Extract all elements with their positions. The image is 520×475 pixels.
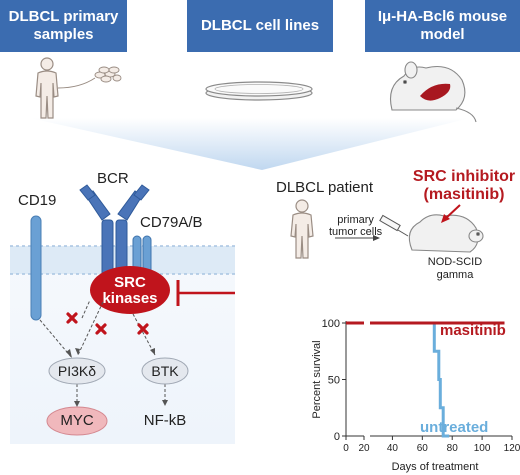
y-tick-label: 50 (328, 375, 340, 387)
patient-label: DLBCL patient (276, 179, 374, 196)
pi3k-node (48, 357, 106, 385)
arrow-heads (66, 348, 168, 407)
src-label-line2: kinases (102, 290, 158, 307)
btk-node (141, 357, 189, 385)
nod-scid-mouse-icon (408, 214, 484, 253)
inhibitor-arrow (444, 204, 461, 220)
mouse-strain-line1: NOD-SCID (427, 256, 483, 268)
sample-line (57, 77, 96, 89)
petri-dish-icon (205, 81, 313, 101)
y-axis-label: Percent survival (311, 340, 323, 418)
header-cell-lines: DLBCL cell lines (187, 0, 333, 52)
tumor-cells-line2: tumor cells (329, 226, 383, 238)
lymphoma-mark (420, 83, 451, 101)
patient-figure-icon (290, 199, 314, 259)
cd19-receptor (30, 215, 42, 321)
cd19-label: CD19 (18, 192, 57, 209)
sample-cells-icon (94, 66, 122, 83)
tumor-cells-label: primary tumor cells (329, 214, 382, 238)
mouse-strain-label: NOD-SCID gamma (420, 256, 490, 282)
human-figure-icon (35, 57, 59, 119)
inhibitor-line1: SRC inhibitor (412, 168, 516, 185)
cd79-label: CD79A/B (140, 214, 203, 231)
funnel-shape (30, 118, 470, 170)
mouse-strain-line2: gamma (436, 269, 474, 281)
y-tick-label: 100 (322, 318, 340, 330)
x-tick-label: 80 (447, 443, 459, 454)
inhibitor-label: SRC inhibitor (masitinib) (408, 168, 520, 204)
pi3k-label: PI3Kδ (57, 363, 97, 379)
series-label-masitinib: masitinib (440, 322, 506, 339)
series-label-untreated: untreated (420, 419, 488, 436)
src-label-line1: SRC (114, 274, 146, 291)
y-tick-label: 0 (334, 431, 340, 443)
x-tick-label: 100 (474, 443, 491, 454)
syringe-icon (379, 214, 409, 237)
inhibit-x-marks (66, 312, 149, 335)
mouse-icon (389, 61, 477, 123)
nfkb-label: NF-kB (143, 412, 187, 429)
myc-label: MYC (60, 412, 94, 429)
inhibitor-line2: (masitinib) (423, 186, 505, 203)
header-primary-samples: DLBCL primary samples (0, 0, 127, 52)
bcr-label: BCR (97, 170, 129, 187)
header-cell-lines-label: DLBCL cell lines (200, 17, 320, 34)
x-tick-label: 20 (358, 443, 370, 454)
header-mouse-model: Iμ-HA-Bcl6 mouse model (365, 0, 520, 52)
myc-node (46, 406, 108, 436)
x-mark-pi3k (95, 323, 107, 335)
x-mark-cd19 (66, 312, 78, 324)
src-kinases-label: SRC kinases (90, 275, 170, 307)
survival-chart: 0 50 100 0 20 40 60 80 100 120 Percent survivalDay… (311, 318, 520, 473)
btk-label: BTK (151, 363, 179, 379)
x-tick-label: 40 (387, 443, 399, 454)
tumor-cells-line1: primary (337, 214, 374, 226)
x-tick-label: 120 (504, 443, 520, 454)
x-axis-label: Days of treatment (392, 461, 479, 473)
header-primary-samples-label: DLBCL primary samples (8, 8, 119, 43)
header-mouse-model-label: Iμ-HA-Bcl6 mouse model (377, 8, 508, 43)
x-tick-label: 0 (343, 443, 349, 454)
src-kinases-node (90, 266, 170, 314)
x-mark-btk (137, 323, 149, 335)
x-tick-label: 60 (417, 443, 429, 454)
